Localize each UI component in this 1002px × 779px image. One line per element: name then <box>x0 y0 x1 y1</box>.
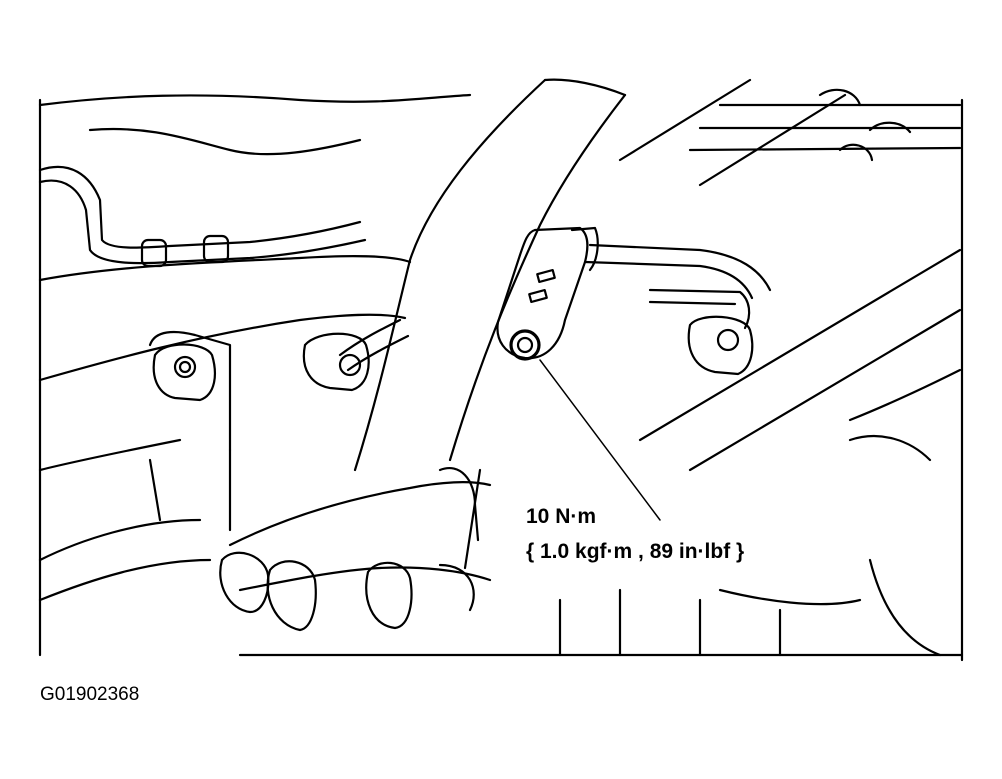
center-hose-band <box>438 467 480 542</box>
center-pipe <box>338 318 410 372</box>
lower-hose-mid-clamp <box>266 560 317 632</box>
lower-ribs <box>558 588 782 657</box>
bracket-bolt <box>509 329 541 361</box>
right-diagonal-pipe <box>638 248 962 472</box>
torque-value-metric: 10 N·m <box>523 505 600 529</box>
bracket-pipe-right <box>583 243 772 300</box>
figure-id: G01902368 <box>40 684 140 705</box>
bracket-slot-2 <box>528 288 548 304</box>
large-left-hose-top <box>38 255 412 282</box>
bolt-center <box>338 353 362 377</box>
manifold-flange-left <box>152 343 216 402</box>
bracket-bolt-inner <box>516 336 534 354</box>
main-hose-left-edge <box>353 78 547 472</box>
upper-right-fitting <box>818 88 912 162</box>
lower-frame-line <box>38 438 232 532</box>
lower-left-hose <box>38 518 212 602</box>
large-left-hose-bottom <box>38 313 407 382</box>
main-hose-upper <box>543 78 627 97</box>
lower-right-structure <box>718 435 942 657</box>
left-small-hose-lower <box>38 179 367 265</box>
lower-hose-right-end <box>438 468 482 612</box>
manifold-flange-center <box>302 332 370 392</box>
left-hose-clamp-2 <box>202 234 230 264</box>
bracket-slot-1 <box>536 268 556 284</box>
manifold-flange-right <box>687 315 754 376</box>
right-thin-tube <box>648 288 751 330</box>
lower-hose-left-clamp <box>219 551 270 614</box>
bolt-left <box>173 355 197 379</box>
lower-hose-top <box>228 481 492 547</box>
upper-engine-contour <box>38 93 472 107</box>
main-hose-right-edge <box>448 93 627 462</box>
torque-value-alternate: { 1.0 kgf·m , 89 in·lbf } <box>523 540 748 564</box>
lower-hose-right-clamp <box>365 561 413 630</box>
left-small-hose <box>38 165 362 249</box>
bolt-right <box>716 328 740 352</box>
upper-hose-contour <box>88 127 362 156</box>
right-small-pipe <box>848 368 962 422</box>
upper-right-bars <box>688 103 962 152</box>
upper-diagonal-bar <box>618 78 847 187</box>
bolt-left-center <box>178 360 192 374</box>
manifold-block-left <box>148 330 232 452</box>
callout-leader-line <box>539 359 661 521</box>
lower-hose-bottom <box>238 566 492 592</box>
bracket-top-tab <box>570 226 599 272</box>
